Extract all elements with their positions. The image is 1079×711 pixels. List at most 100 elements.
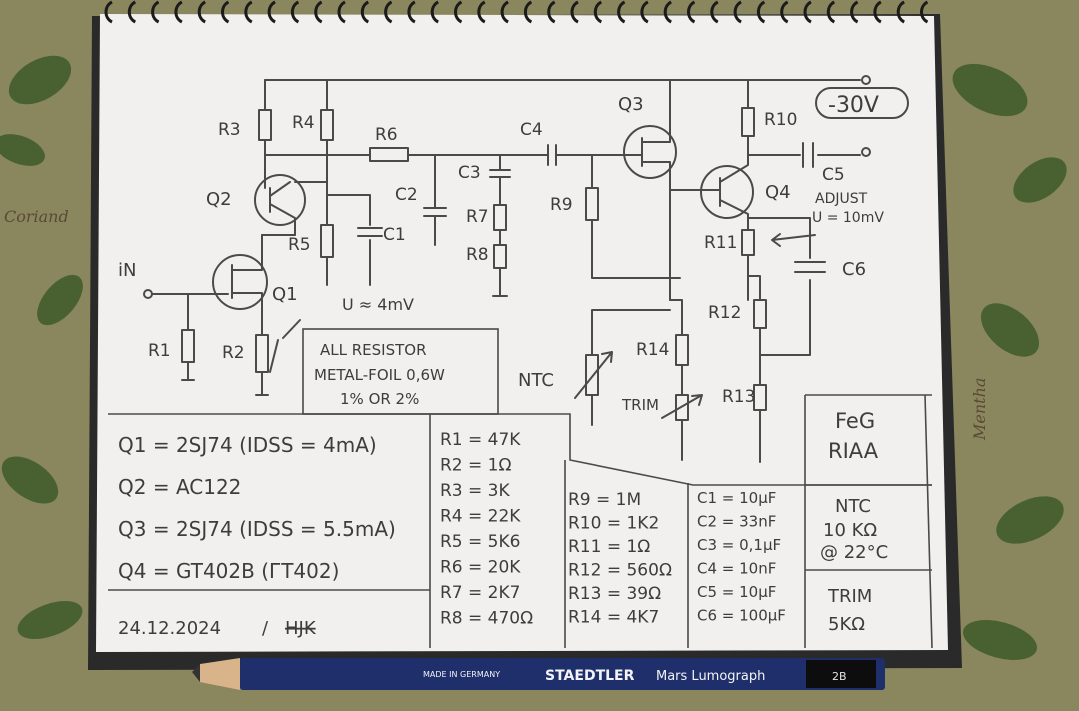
label-q3: Q3 <box>618 94 644 115</box>
resistor-r5 <box>320 224 334 258</box>
spiral-ring <box>174 0 183 24</box>
capacitor-entry: C3 = 0,1μF <box>697 536 781 554</box>
label-r7: R7 <box>466 207 489 227</box>
capacitor-entry: C4 = 10nF <box>697 560 776 578</box>
spiral-ring <box>687 0 696 24</box>
resistor-entry: R3 = 3K <box>440 481 510 501</box>
label-r5: R5 <box>288 235 311 255</box>
label-r1: R1 <box>148 341 171 361</box>
spiral-binding <box>104 0 929 24</box>
capacitor-list: C1 = 10μF C2 = 33nF C3 = 0,1μF C4 = 10nF C5 … <box>697 489 786 625</box>
capacitor-entry: C5 = 10μF <box>697 583 776 601</box>
trim-box-line1: TRIM <box>827 586 872 607</box>
label-q1: Q1 <box>272 284 298 305</box>
resistor-entry: R9 = 1M <box>568 490 641 510</box>
spiral-ring <box>663 0 673 24</box>
label-r2: R2 <box>222 343 245 363</box>
spiral-ring <box>593 0 603 24</box>
ntc-box-line3: @ 22°C <box>820 542 888 563</box>
spiral-ring <box>337 0 346 24</box>
capacitor-entry: C2 = 33nF <box>697 513 776 531</box>
label-q4: Q4 <box>765 182 791 203</box>
transistor-q3 <box>623 125 677 179</box>
label-r3: R3 <box>218 120 241 140</box>
pencil-grade: 2B <box>832 670 847 683</box>
capacitor-entry: C6 = 100μF <box>697 607 786 625</box>
supply-label-box <box>815 87 909 119</box>
supply-label: -30V <box>828 93 879 118</box>
resistor-entry: R10 = 1K2 <box>568 514 659 534</box>
spiral-ring <box>803 0 812 24</box>
ntc-box-line2: 10 KΩ <box>823 520 877 541</box>
spiral-ring <box>640 0 649 24</box>
resistor-r10 <box>741 107 755 137</box>
resistor-entry: R8 = 470Ω <box>440 609 533 629</box>
spiral-ring <box>360 0 370 24</box>
resistor-entry: R13 = 39Ω <box>568 584 661 604</box>
transistor-q1 <box>212 254 268 310</box>
resistor-entry: R1 = 47K <box>440 430 521 450</box>
label-r11: R11 <box>704 233 737 253</box>
spiral-ring <box>733 0 742 24</box>
adjust-note-line2: U = 10mV <box>812 210 884 226</box>
pencil-made-in: MADE IN GERMANY <box>423 670 500 679</box>
spiral-ring <box>710 0 719 24</box>
capacitor-entry: C1 = 10μF <box>697 489 776 507</box>
resistor-note-line1: ALL RESISTOR <box>320 341 427 359</box>
spiral-ring <box>477 0 486 24</box>
resistor-r4 <box>320 109 334 141</box>
signature: HJK <box>285 618 317 639</box>
resistor-entry: R14 = 4K7 <box>568 608 659 628</box>
label-r6: R6 <box>375 125 398 145</box>
resistor-r8 <box>493 244 507 269</box>
spiral-ring <box>430 0 440 24</box>
spiral-ring <box>920 0 929 24</box>
label-r4: R4 <box>292 113 315 133</box>
ntc-thermistor <box>585 354 599 396</box>
label-c3: C3 <box>458 163 481 183</box>
spiral-ring <box>570 0 579 24</box>
spiral-ring <box>244 0 253 24</box>
resistor-entry: R12 = 560Ω <box>568 561 672 581</box>
label-r12: R12 <box>708 303 741 323</box>
voltage-note: U ≈ 4mV <box>342 295 414 314</box>
spiral-ring <box>873 0 882 24</box>
pencil-body <box>240 658 885 690</box>
label-r9: R9 <box>550 195 573 215</box>
resistor-r1 <box>181 329 195 363</box>
spiral-ring <box>407 0 416 24</box>
spiral-ring <box>454 0 463 24</box>
spiral-ring <box>290 0 300 24</box>
date: 24.12.2024 <box>118 618 221 639</box>
adjust-note-line1: ADJUST <box>815 191 868 207</box>
side-text-left: Coriand <box>4 207 69 226</box>
transistor-entry: Q4 = GT402B (ГТ402) <box>118 559 339 583</box>
parts-list <box>108 394 933 649</box>
spiral-ring <box>896 0 906 24</box>
pencil-model: Mars Lumograph <box>656 669 765 684</box>
riaa-schematic: -30V R3 R4 R6 Q2 R5 C1 C2 C3 R7 R8 C4 <box>118 75 909 463</box>
pencil: MADE IN GERMANY STAEDTLER Mars Lumograph… <box>192 658 885 690</box>
resistor-r2 <box>255 334 269 373</box>
spiral-ring <box>314 0 323 24</box>
spiral-ring <box>500 0 509 24</box>
pencil-brand: STAEDTLER <box>545 668 635 684</box>
label-r14: R14 <box>636 340 669 360</box>
label-c4: C4 <box>520 120 543 140</box>
resistor-r6 <box>369 147 409 162</box>
label-c6: C6 <box>842 259 866 280</box>
title-box-line2: RIAA <box>828 439 879 463</box>
date-separator: / <box>262 618 269 639</box>
trim-box-line2: 5KΩ <box>828 614 865 635</box>
transistor-entry: Q3 = 2SJ74 (IDSS = 5.5mA) <box>118 517 396 541</box>
resistor-r11 <box>741 229 755 256</box>
resistor-note-line2: METAL-FOIL 0,6W <box>314 366 445 384</box>
label-trim: TRIM <box>621 396 659 414</box>
label-r10: R10 <box>764 110 797 130</box>
spiral-ring <box>127 0 137 24</box>
transistor-entry: Q1 = 2SJ74 (IDSS = 4mA) <box>118 433 377 457</box>
